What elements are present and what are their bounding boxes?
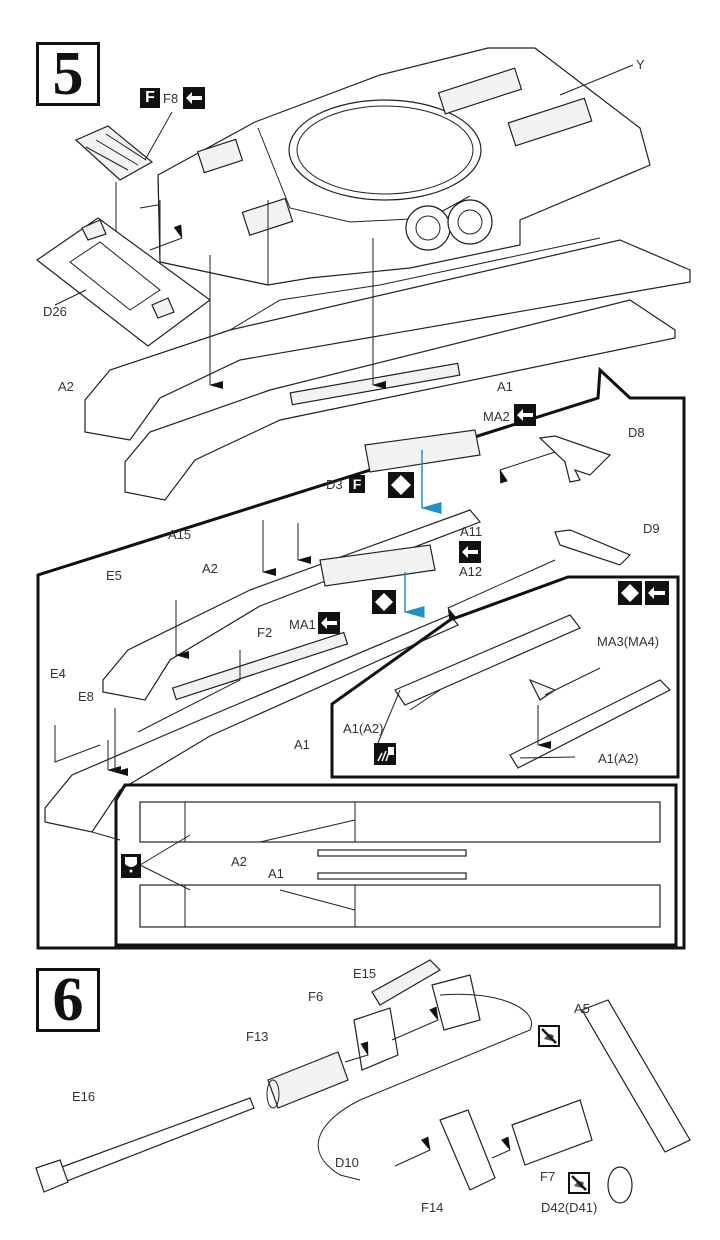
label-y: Y <box>636 57 645 72</box>
label-f8: F8 <box>163 91 179 106</box>
track-link-part <box>74 111 173 269</box>
label-f14: F14 <box>421 1200 444 1215</box>
label-e16: E16 <box>72 1089 96 1104</box>
hull-top-part <box>139 47 651 286</box>
sprue-f-icon: F <box>349 475 365 493</box>
both-sides-icon <box>459 541 481 563</box>
label-a1-mid: A1 <box>294 737 310 752</box>
engine-deck-plate <box>35 217 212 347</box>
cut-off-icon <box>374 743 396 765</box>
diamond-option-icon <box>618 581 642 605</box>
upper-sponson-a1 <box>124 238 676 501</box>
label-e5: E5 <box>106 568 122 583</box>
detail-callout-frame <box>36 366 686 950</box>
label-a2-mid: A2 <box>202 561 218 576</box>
both-sides-icon <box>318 612 340 634</box>
label-f2: F2 <box>257 625 273 640</box>
label-a1-top: A1 <box>497 379 513 394</box>
label-a2-top: A2 <box>58 379 74 394</box>
label-f13: F13 <box>246 1029 269 1044</box>
label-e4: E4 <box>50 666 66 681</box>
label-a11: A11 <box>460 524 483 539</box>
mantlet-parts <box>317 959 532 1181</box>
inset-sponsons <box>374 614 672 769</box>
label-a1a2-left: A1(A2) <box>343 721 384 736</box>
label-ma1: MA1 <box>289 617 316 632</box>
d8-bracket <box>538 435 612 483</box>
label-e15: E15 <box>353 966 377 981</box>
label-a2-bottom: A2 <box>231 854 247 869</box>
label-a5: A5 <box>574 1001 590 1016</box>
inset-box-ma3 <box>330 575 680 779</box>
label-ma2: MA2 <box>483 409 510 424</box>
drill-hole-icon <box>121 854 141 878</box>
diamond-option-icon <box>388 472 414 498</box>
label-e8: E8 <box>78 689 94 704</box>
no-glue-icon <box>568 1172 590 1194</box>
label-a15: A15 <box>168 527 192 542</box>
no-glue-icon <box>538 1025 560 1047</box>
label-f6: F6 <box>308 989 324 1004</box>
label-d8: D8 <box>628 425 645 440</box>
d9-bracket <box>554 529 632 566</box>
label-d26: D26 <box>43 304 67 319</box>
upper-sponson-a2 <box>84 237 691 441</box>
label-d9: D9 <box>643 521 660 536</box>
gun-mount-parts <box>394 999 691 1204</box>
plan-view-sponsons <box>139 801 661 928</box>
both-sides-icon <box>183 87 205 109</box>
diamond-option-icon <box>372 590 396 614</box>
step-number-6: 6 <box>36 968 100 1032</box>
label-f7: F7 <box>540 1169 556 1184</box>
label-d42-d41: D42(D41) <box>541 1200 598 1215</box>
both-sides-icon <box>514 404 536 426</box>
detail-sponson-a1 <box>44 614 459 833</box>
step-number-5: 5 <box>36 42 100 106</box>
label-a1a2-right: A1(A2) <box>598 751 639 766</box>
sprue-f-icon: F <box>140 88 160 108</box>
label-d3: D3 <box>326 477 343 492</box>
both-sides-icon <box>645 581 669 605</box>
label-ma3-ma4: MA3(MA4) <box>597 634 660 649</box>
plan-view-frame <box>114 783 678 947</box>
detail-sponson-a2 <box>102 429 556 701</box>
label-d10: D10 <box>335 1155 359 1170</box>
gun-barrel-part <box>35 1051 349 1193</box>
label-a1-bottom: A1 <box>268 866 284 881</box>
label-a12: A12 <box>459 564 483 579</box>
